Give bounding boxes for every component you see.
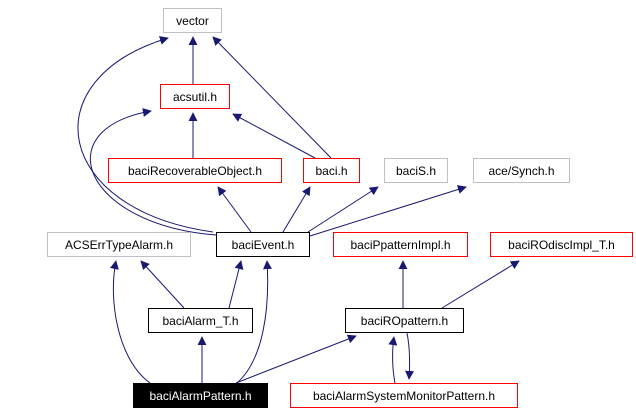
edge-baciEvent-to-vector	[77, 36, 214, 233]
node-baciAlarmPattern[interactable]: baciAlarmPattern.h	[133, 383, 268, 408]
node-baciROpattern[interactable]: baciROpattern.h	[345, 308, 464, 333]
edge-baciAlarm_T-to-ACSErrTypeAlarm	[140, 260, 185, 309]
node-label: baci.h	[315, 163, 348, 178]
node-label: vector	[176, 13, 209, 28]
node-label: baciAlarmSystemMonitorPattern.h	[312, 388, 496, 403]
edge-baciAlarmPattern-to-baciEvent	[236, 260, 272, 384]
node-label: ace/Synch.h	[488, 163, 555, 178]
node-baciRecoverableObject[interactable]: baciRecoverableObject.h	[108, 158, 282, 183]
edge-baciEvent-to-baci	[282, 186, 311, 233]
node-label: baciRecoverableObject.h	[127, 163, 263, 178]
node-baciPpatternImpl[interactable]: baciPpatternImpl.h	[333, 232, 468, 257]
node-vector[interactable]: vector	[163, 8, 222, 33]
edge-baciAlarmPattern-to-ACSErrTypeAlarm	[109, 260, 151, 384]
node-baciAlarmSystemMonitorPattern[interactable]: baciAlarmSystemMonitorPattern.h	[290, 383, 518, 408]
node-label: baciROdiscImpl_T.h	[508, 237, 615, 252]
edge-baciROpattern-to-baciROdiscImpl_T	[441, 260, 520, 309]
edge-baciEvent-to-aceSynch	[309, 185, 467, 237]
node-acsutil[interactable]: acsutil.h	[160, 84, 230, 109]
edge-baci-to-acsutil	[232, 113, 316, 159]
edge-baciEvent-to-baciRecoverableObject	[217, 186, 252, 233]
node-label: baciAlarm_T.h	[162, 313, 239, 328]
node-baciAlarm_T[interactable]: baciAlarm_T.h	[148, 308, 253, 333]
edge-baciEvent-to-baciS	[307, 186, 379, 233]
edge-baciEvent-to-acsutil	[90, 108, 217, 236]
node-baciEvent[interactable]: baciEvent.h	[216, 232, 310, 257]
edge-baciAlarmSystemMonitorPattern-to-baciROpattern	[388, 336, 398, 384]
node-baciROdiscImpl_T[interactable]: baciROdiscImpl_T.h	[490, 232, 633, 257]
node-label: baciPpatternImpl.h	[350, 237, 451, 252]
node-label: baciEvent.h	[231, 237, 295, 252]
node-label: baciROpattern.h	[360, 313, 449, 328]
node-label: baciS.h	[395, 163, 437, 178]
edge-baciAlarm_T-to-baciEvent	[228, 260, 244, 309]
edge-baciAlarmPattern-to-baciROpattern	[235, 334, 357, 384]
edge-baci-to-vector	[212, 36, 332, 159]
node-baciS[interactable]: baciS.h	[384, 158, 448, 183]
node-baci[interactable]: baci.h	[303, 158, 360, 183]
node-label: ACSErrTypeAlarm.h	[64, 237, 174, 252]
edge-baciROpattern-to-baciAlarmSystemMonitorPattern	[405, 332, 415, 380]
node-label: baciAlarmPattern.h	[149, 388, 252, 403]
node-ACSErrTypeAlarm[interactable]: ACSErrTypeAlarm.h	[47, 232, 191, 257]
node-label: acsutil.h	[172, 89, 218, 104]
node-aceSynch[interactable]: ace/Synch.h	[473, 158, 570, 183]
